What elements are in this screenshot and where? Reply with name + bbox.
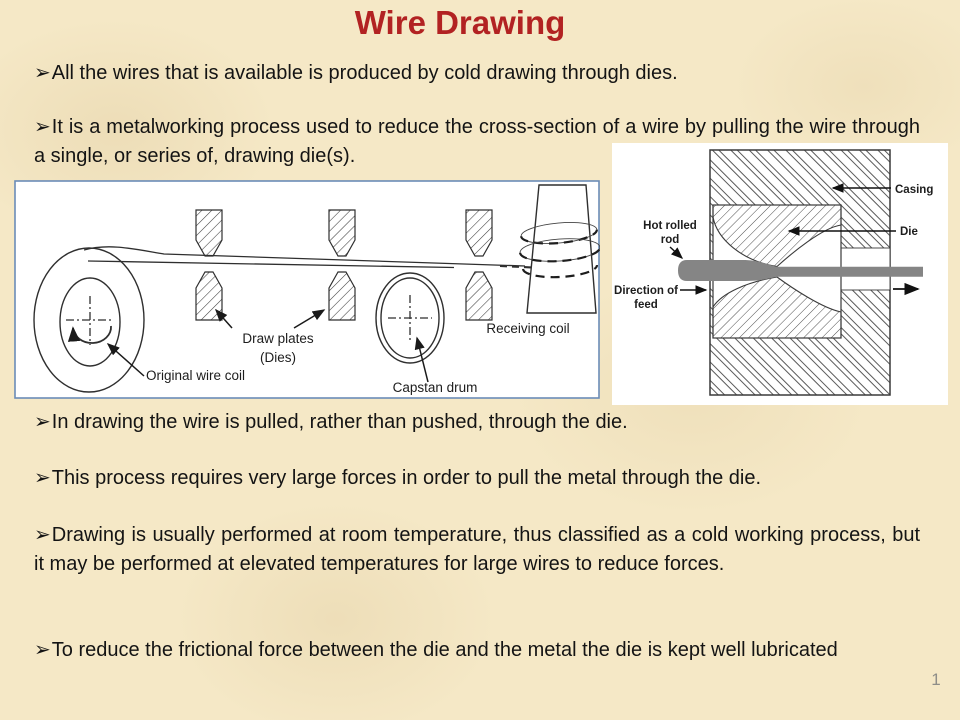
hot-rolled-rod-label-2: rod [661, 234, 680, 246]
figure-wire-drawing-line: Draw plates (Dies) Original wire coil Ca… [14, 180, 600, 399]
die-block [328, 209, 356, 257]
original-wire-coil [33, 247, 145, 393]
draw-plates [195, 209, 493, 321]
die-cross-section-diagram: Casing Die Hot rolled rod Direction of f… [612, 143, 948, 405]
bullet-arrow-icon: ➢ [34, 411, 51, 433]
die-block [465, 271, 493, 321]
bullet-item-5: ➢Drawing is usually performed at room te… [34, 521, 920, 579]
bullet-item-4: ➢This process requires very large forces… [34, 464, 920, 493]
draw-plates-label-2: (Dies) [260, 350, 296, 365]
figure-die-cross-section: Casing Die Hot rolled rod Direction of f… [612, 143, 948, 405]
bullet-text: It is a metalworking process used to red… [34, 116, 920, 167]
bullet-item-2: ➢It is a metalworking process used to re… [34, 113, 920, 171]
labels: Draw plates (Dies) Original wire coil Ca… [146, 321, 570, 395]
rotation-arrow-icon [67, 325, 112, 344]
page-title: Wire Drawing [354, 4, 566, 41]
die-block [328, 271, 356, 321]
capstan-drum-label: Capstan drum [393, 380, 478, 395]
figure-frame [14, 180, 600, 399]
bullet-arrow-icon: ➢ [34, 524, 51, 546]
label-arrows [106, 308, 429, 383]
wire [83, 246, 555, 270]
bullet-text: In drawing the wire is pulled, rather th… [51, 411, 628, 433]
capstan-drum [375, 272, 445, 364]
hot-rolled-rod-label: Hot rolled [643, 220, 697, 232]
bullet-item-1: ➢All the wires that is available is prod… [34, 59, 920, 88]
receiving-coil-label: Receiving coil [486, 321, 569, 336]
bullet-text: Drawing is usually performed at room tem… [34, 524, 920, 575]
rod [678, 260, 923, 281]
bullet-item-6: ➢To reduce the frictional force between … [34, 636, 920, 665]
draw-plates-label: Draw plates [242, 331, 314, 346]
label-arrows [669, 183, 920, 296]
bullet-arrow-icon: ➢ [34, 639, 51, 661]
bullet-text: To reduce the frictional force between t… [51, 639, 838, 661]
page-number: 1 [931, 670, 941, 689]
bullet-item-3: ➢In drawing the wire is pulled, rather t… [34, 408, 920, 437]
bullet-text: This process requires very large forces … [51, 467, 762, 489]
bullet-arrow-icon: ➢ [34, 467, 51, 489]
die-label: Die [900, 226, 918, 238]
original-wire-coil-label: Original wire coil [146, 368, 245, 383]
receiving-coil [519, 184, 600, 314]
direction-of-feed-label-2: feed [634, 299, 658, 311]
casing-label: Casing [895, 184, 933, 196]
direction-of-feed-label: Direction of [614, 285, 678, 297]
die-block [195, 209, 223, 257]
bullet-arrow-icon: ➢ [34, 62, 51, 84]
wire-drawing-line-diagram: Draw plates (Dies) Original wire coil Ca… [14, 180, 600, 399]
die-block [465, 209, 493, 257]
bullet-arrow-icon: ➢ [34, 116, 51, 138]
bullet-text: All the wires that is available is produ… [51, 62, 678, 84]
